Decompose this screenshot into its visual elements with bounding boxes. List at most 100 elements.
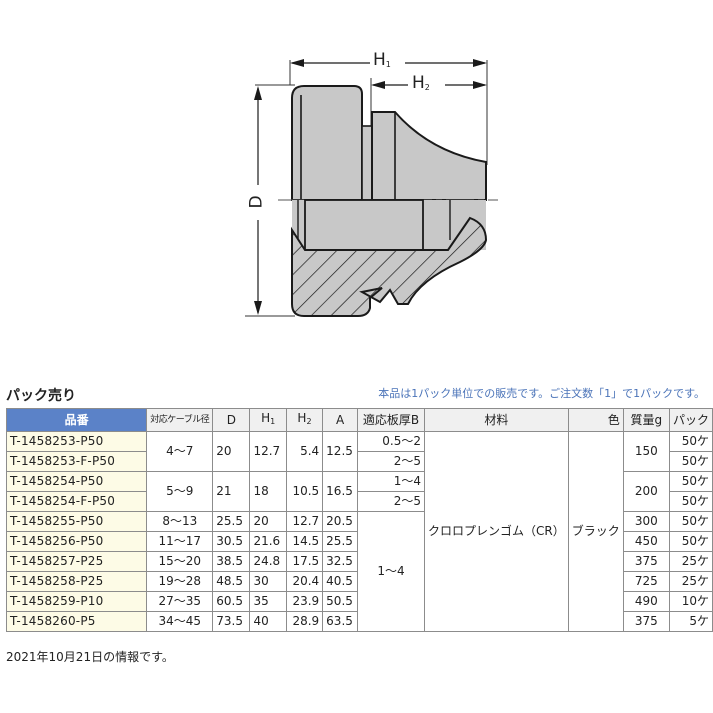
table-row: T-1458258-P25 19～28 48.5 30 20.4 40.5 72…	[5, 571, 713, 592]
part-no: T-1458256-P50	[5, 531, 148, 552]
col-pack: パック	[668, 408, 713, 432]
dim-h2: 14.5	[285, 531, 324, 552]
dim-h1: 21.6	[249, 531, 287, 552]
table-row: T-1458257-P25 15～20 38.5 24.8 17.5 32.5 …	[5, 551, 713, 572]
panel-thickness: 2～5	[356, 491, 426, 512]
cable-dia: 4～7	[146, 431, 214, 472]
mass: 450	[622, 531, 670, 552]
panel-thickness-common: 1～4	[356, 511, 426, 632]
dim-a: 32.5	[322, 551, 358, 572]
dim-a: 50.5	[322, 591, 358, 612]
pack-qty: 50ケ	[668, 531, 713, 552]
table-row: T-1458254-P50 5～9 21 18 10.5 16.5 1～4 20…	[5, 471, 713, 512]
col-panel: 適応板厚B	[356, 408, 426, 432]
color: ブラック	[567, 431, 624, 632]
col-d: D	[212, 408, 251, 432]
cable-dia: 5～9	[146, 471, 214, 512]
cable-dia: 11～17	[146, 531, 214, 552]
cable-dia: 8～13	[146, 511, 214, 532]
grommet-cross-section-drawing: H1 H2 D	[230, 40, 510, 340]
cable-dia: 19～28	[146, 571, 214, 592]
dim-h2: 12.7	[285, 511, 324, 532]
cable-dia: 27～35	[146, 591, 214, 612]
dim-h2: 10.5	[285, 471, 324, 512]
mass: 725	[622, 571, 670, 592]
mass: 490	[622, 591, 670, 612]
d-label: D	[246, 195, 267, 209]
dim-h2: 28.9	[285, 611, 324, 632]
panel-thickness: 2～5	[356, 451, 426, 472]
part-no: T-1458257-P25	[5, 551, 148, 572]
pack-qty: 50ケ	[668, 491, 713, 512]
part-no: T-1458253-P50	[5, 431, 148, 452]
pack-qty: 25ケ	[668, 551, 713, 572]
part-no: T-1458260-P5	[5, 611, 148, 632]
dim-h2: 20.4	[285, 571, 324, 592]
dim-h2: 17.5	[285, 551, 324, 572]
info-date-note: 2021年10月21日の情報です。	[6, 650, 174, 664]
part-no: T-1458254-P50	[5, 471, 148, 492]
mass: 375	[622, 611, 670, 632]
dim-d: 25.5	[212, 511, 251, 532]
part-no: T-1458258-P25	[5, 571, 148, 592]
pack-qty: 50ケ	[668, 511, 713, 532]
part-no: T-1458254-F-P50	[5, 491, 148, 512]
dim-a: 20.5	[322, 511, 358, 532]
dim-d: 20	[212, 431, 251, 472]
dim-a: 63.5	[322, 611, 358, 632]
dim-a: 16.5	[322, 471, 358, 512]
table-row: T-1458253-P50 4～7 20 12.7 5.4 12.5 0.5～2…	[5, 431, 713, 632]
dim-d: 48.5	[212, 571, 251, 592]
dim-d: 30.5	[212, 531, 251, 552]
col-h1: H1	[249, 408, 287, 432]
spec-table: 品番 対応ケーブル径 D H1 H2 A 適応板厚B 材料 色 質量g パック …	[5, 408, 713, 632]
dim-h1: 35	[249, 591, 287, 612]
table-row: T-1458259-P10 27～35 60.5 35 23.9 50.5 49…	[5, 591, 713, 612]
pack-qty: 10ケ	[668, 591, 713, 612]
section-title: パック売り	[6, 388, 76, 404]
pack-qty: 50ケ	[668, 451, 713, 472]
dim-h2: 23.9	[285, 591, 324, 612]
h2-label: H2	[412, 73, 430, 93]
col-cable-dia: 対応ケーブル径	[146, 408, 214, 432]
part-no: T-1458259-P10	[5, 591, 148, 612]
col-a: A	[322, 408, 358, 432]
col-color: 色	[567, 408, 624, 432]
mass: 375	[622, 551, 670, 572]
part-no: T-1458253-F-P50	[5, 451, 148, 472]
panel-thickness: 0.5～2	[356, 431, 426, 452]
dim-d: 60.5	[212, 591, 251, 612]
dim-h1: 18	[249, 471, 287, 512]
dim-a: 12.5	[322, 431, 358, 472]
dim-d: 73.5	[212, 611, 251, 632]
pack-qty: 50ケ	[668, 431, 713, 452]
dim-h1: 30	[249, 571, 287, 592]
part-no: T-1458255-P50	[5, 511, 148, 532]
pack-qty: 25ケ	[668, 571, 713, 592]
header-row: 品番 対応ケーブル径 D H1 H2 A 適応板厚B 材料 色 質量g パック	[5, 408, 713, 432]
dim-h1: 20	[249, 511, 287, 532]
dim-h2: 5.4	[285, 431, 324, 472]
panel-thickness: 1～4	[356, 471, 426, 492]
dim-h1: 40	[249, 611, 287, 632]
pack-qty: 5ケ	[668, 611, 713, 632]
col-mass: 質量g	[622, 408, 670, 432]
table-row: T-1458260-P5 34～45 73.5 40 28.9 63.5 375…	[5, 611, 713, 632]
mass: 300	[622, 511, 670, 532]
col-material: 材料	[424, 408, 569, 432]
cable-dia: 34～45	[146, 611, 214, 632]
dim-a: 40.5	[322, 571, 358, 592]
table-row: T-1458254-F-P50 2～5 50ケ	[5, 491, 713, 512]
dim-d: 21	[212, 471, 251, 512]
dim-h1: 12.7	[249, 431, 287, 472]
cable-dia: 15～20	[146, 551, 214, 572]
col-part-no: 品番	[5, 408, 148, 432]
h1-label: H1	[373, 50, 391, 70]
material: クロロプレンゴム（CR）	[424, 431, 569, 632]
dim-a: 25.5	[322, 531, 358, 552]
mass: 200	[622, 471, 670, 512]
col-h2: H2	[285, 408, 324, 432]
pack-qty: 50ケ	[668, 471, 713, 492]
dim-d: 38.5	[212, 551, 251, 572]
dim-h1: 24.8	[249, 551, 287, 572]
